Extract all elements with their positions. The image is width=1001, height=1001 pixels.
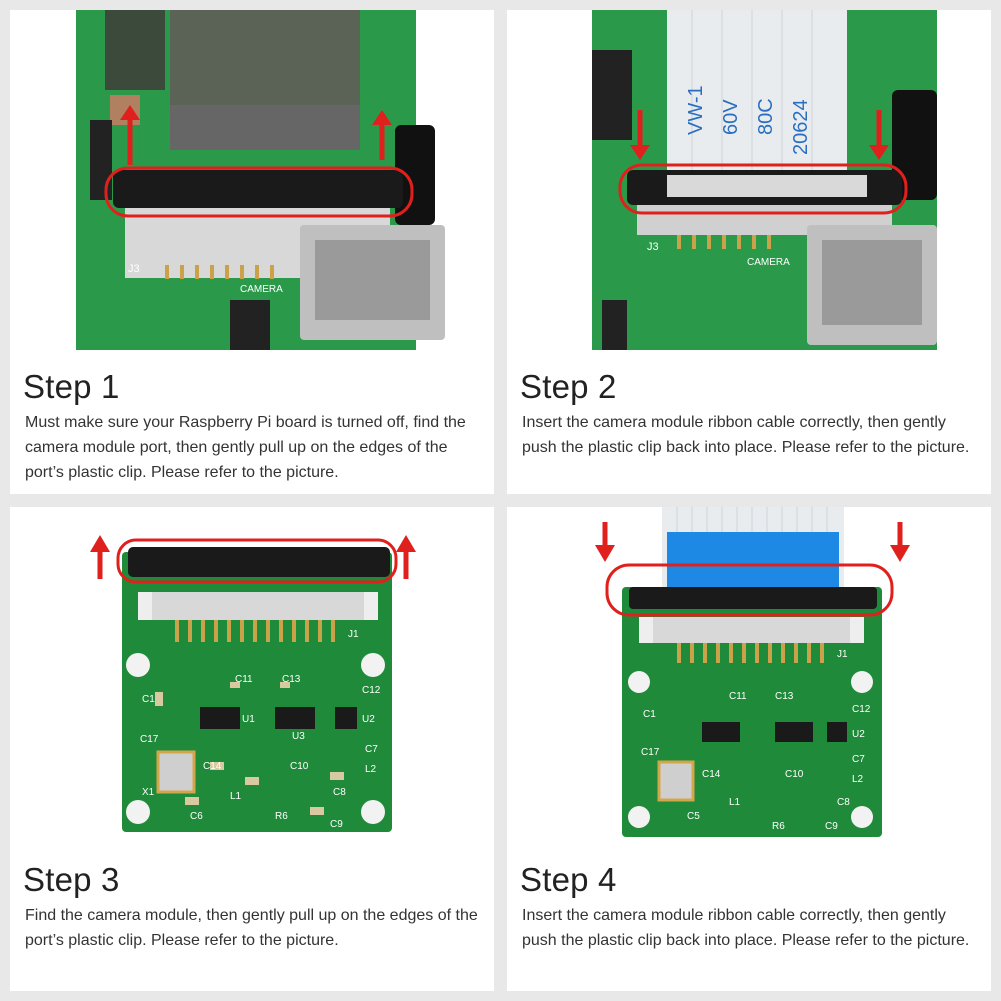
label-c12: C12 — [362, 685, 381, 696]
step-3-photo: J1 C11 C13 C12 C1 U2 U3 C17 C10 C14 C7 L… — [10, 507, 494, 852]
cable-text-1: VW-1 — [685, 85, 707, 135]
label-c12: C12 — [852, 704, 871, 715]
label-u3: U3 — [292, 731, 305, 742]
camera-label: CAMERA — [240, 284, 283, 295]
step-3-text: Find the camera module, then gently pull… — [25, 907, 478, 949]
label-c6: C6 — [190, 811, 203, 822]
cable-text-4: 20624 — [790, 99, 812, 155]
label-c17: C17 — [140, 734, 159, 745]
label-c5: C5 — [687, 811, 700, 822]
label-c10: C10 — [290, 761, 309, 772]
step-2-panel: VW-1 60V 80C 20624 — [507, 10, 991, 494]
j1-label: J1 — [348, 629, 359, 640]
j3-label: J3 — [128, 263, 140, 275]
camera-label: CAMERA — [747, 257, 790, 268]
label-c14: C14 — [203, 761, 222, 772]
label-c7: C7 — [365, 744, 378, 755]
label-u2: U2 — [852, 729, 865, 740]
cable-text-2: 60V — [720, 99, 742, 135]
label-c10: C10 — [785, 769, 804, 780]
step-4-photo: J1 C11 C13 C12 C1 U2 C17 C10 C14 C7 L2 C… — [507, 507, 991, 852]
step-1-photo: J3 CAMERA — [10, 10, 494, 355]
label-r6: R6 — [275, 811, 288, 822]
label-c11: C11 — [729, 691, 747, 702]
step-2-text: Insert the camera module ribbon cable co… — [522, 414, 970, 456]
label-c17: C17 — [641, 747, 660, 758]
label-u2: U2 — [362, 714, 375, 725]
label-c9: C9 — [330, 819, 343, 830]
label-l2: L2 — [852, 774, 864, 785]
label-c1: C1 — [142, 694, 155, 705]
label-c8: C8 — [837, 797, 850, 808]
j1-label: J1 — [837, 649, 848, 660]
label-l1: L1 — [230, 791, 242, 802]
label-x1: X1 — [142, 787, 155, 798]
label-c13: C13 — [775, 691, 794, 702]
step-1-title: Step 1 — [23, 368, 120, 405]
label-c11: C11 — [235, 674, 253, 685]
label-c9: C9 — [825, 821, 838, 832]
step-1-text: Must make sure your Raspberry Pi board i… — [25, 414, 466, 481]
label-l1: L1 — [729, 797, 741, 808]
step-1-panel: J3 CAMERA Step 1 Must make sure your Ras… — [10, 10, 494, 494]
label-u1: U1 — [242, 714, 255, 725]
step-4-panel: J1 C11 C13 C12 C1 U2 C17 C10 C14 C7 L2 C… — [507, 507, 991, 991]
label-c14: C14 — [702, 769, 721, 780]
step-4-title: Step 4 — [520, 861, 617, 898]
step-3-title: Step 3 — [23, 861, 120, 898]
label-l2: L2 — [365, 764, 377, 775]
step-2-photo: VW-1 60V 80C 20624 — [507, 10, 991, 355]
label-r6: R6 — [772, 821, 785, 832]
label-c8: C8 — [333, 787, 346, 798]
step-2-title: Step 2 — [520, 368, 617, 405]
step-3-panel: J1 C11 C13 C12 C1 U2 U3 C17 C10 C14 C7 L… — [10, 507, 494, 991]
label-c1: C1 — [643, 709, 656, 720]
j3-label: J3 — [647, 241, 659, 253]
label-c7: C7 — [852, 754, 865, 765]
cable-text-3: 80C — [755, 98, 777, 135]
label-c13: C13 — [282, 674, 301, 685]
step-4-text: Insert the camera module ribbon cable co… — [522, 907, 970, 949]
